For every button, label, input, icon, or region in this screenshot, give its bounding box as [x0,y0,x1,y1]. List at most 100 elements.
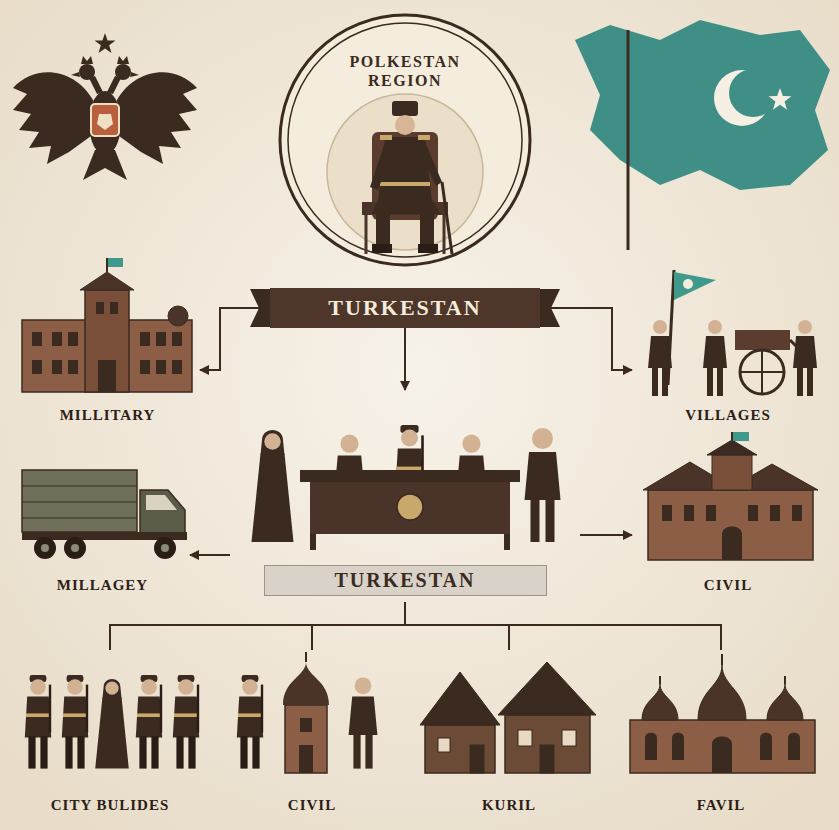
army-truck [154,537,176,559]
military-building [68,332,78,346]
military-building [156,332,166,346]
node-label: FAVIL [693,797,750,814]
meeting-scene [504,534,510,550]
military-building [140,360,150,374]
eagle-emblem [97,114,113,130]
civil-building [662,505,802,560]
civil-building [648,490,813,560]
army-truck [161,544,169,552]
meeting-scene [252,425,561,550]
army-truck [140,490,185,535]
military-building [52,360,62,374]
map-flag [575,20,830,190]
domed-building [760,733,772,760]
military-building [168,306,188,326]
army-truck [41,544,49,552]
map-flag [769,88,792,110]
army-truck [22,470,187,559]
village-people [793,320,817,396]
connector [540,308,632,370]
village-people [668,270,674,385]
eagle-emblem [91,104,119,136]
seal-emblem [280,15,530,265]
village-people [683,279,693,289]
civil-building [684,505,694,521]
military-building [108,258,123,267]
civil-figures [299,745,313,773]
domed-building [659,676,661,684]
seated-officer [418,135,430,140]
civil-building [643,432,818,560]
meeting-scene [252,430,294,542]
civil-building [662,505,672,521]
army-truck [64,537,86,559]
eagle-emblem [115,64,131,80]
civil-building [722,527,742,561]
eagle-emblem [89,91,121,155]
picture-node: MILLAGEY [15,450,190,600]
military-building [110,302,118,314]
soldiers [136,675,162,769]
domed-building [645,733,657,760]
military-building [106,258,108,272]
connector [110,602,405,650]
connector [190,554,230,556]
connector [404,328,406,390]
village-people [735,330,790,350]
meeting-scene [397,494,423,520]
military-building [32,360,42,374]
node-label: MILLITARY [56,407,160,424]
node-label: VILLAGES [681,407,775,424]
domed-building [642,684,678,720]
army-truck [34,537,56,559]
civil-building [733,432,749,441]
wooden-houses [505,715,590,773]
military-building [140,332,150,346]
army-truck [71,544,79,552]
soldiers [25,675,51,769]
civil-building [770,505,780,521]
node-label: TURKESTAN [264,565,547,596]
meeting-scene [525,428,561,542]
army-truck [22,518,137,519]
army-truck [22,470,137,532]
picture-node: CIVIL [632,430,824,600]
seated-officer [443,214,446,254]
military-building [68,360,78,374]
seal-emblem [280,15,530,265]
domed-building [645,733,800,773]
seated-officer [380,182,430,186]
seal-emblem [327,94,483,250]
domed-building [672,733,684,760]
node-label: MILLAGEY [53,577,152,594]
meeting-scene [310,534,316,550]
connector [312,602,405,650]
seated-officer [365,214,368,254]
army-truck [22,486,137,487]
domed-building [767,684,803,720]
village-people [674,272,716,300]
wooden-houses [425,725,495,773]
picture-node: VILLAGES [632,255,824,430]
domed-building [712,737,732,774]
eagle-emblem [117,56,129,64]
civil-figures [237,652,378,773]
banner-ribbon [250,289,560,327]
seated-officer [442,182,452,254]
domed-building [630,720,815,773]
connector [200,308,270,370]
domed-building [698,665,746,720]
eagle-emblem [95,33,116,53]
civil-building [706,505,716,521]
soldiers [25,675,199,769]
military-building [52,332,62,346]
military-building [32,302,182,392]
civil-figures [349,677,378,768]
civil-building [748,505,758,521]
seal-emblem [288,23,522,257]
wooden-houses [540,745,554,773]
army-truck [146,495,177,510]
civil-figures [283,662,329,705]
